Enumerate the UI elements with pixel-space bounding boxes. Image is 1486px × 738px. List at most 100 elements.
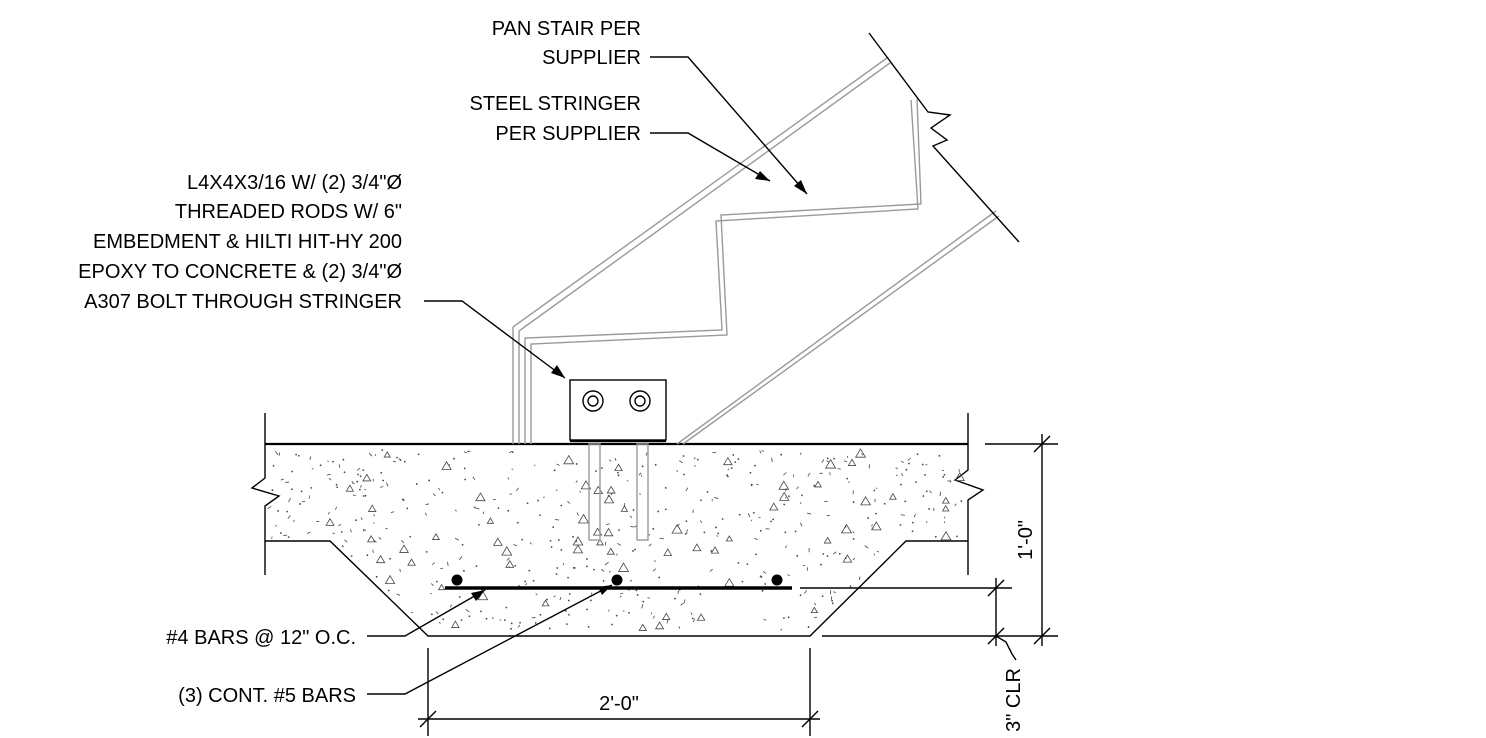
concrete-aggregate [730, 467, 733, 470]
concrete-aggregate [706, 490, 709, 493]
concrete-aggregate [505, 559, 515, 568]
concrete-aggregate [579, 490, 582, 493]
bolt-right [629, 390, 651, 412]
concrete-aggregate [382, 479, 385, 482]
concrete-aggregate [601, 467, 603, 469]
concrete-aggregate [278, 452, 281, 456]
concrete-aggregate [960, 500, 963, 502]
concrete-aggregate [807, 475, 810, 477]
note-angle-line-1: L4X4X3/16 W/ (2) 3/4"Ø [187, 172, 402, 194]
dimension-clear-cover: 3" CLR [800, 578, 1025, 732]
concrete-aggregate [737, 562, 740, 564]
dimension-slab-depth: 1'-0" [822, 434, 1058, 646]
concrete-aggregate [614, 463, 623, 471]
concrete-aggregate [556, 463, 560, 466]
concrete-aggregate [567, 501, 571, 504]
concrete-aggregate [373, 514, 376, 517]
concrete-aggregate [283, 534, 288, 536]
concrete-aggregate [560, 548, 563, 551]
concrete-aggregate [602, 580, 605, 582]
concrete-aggregate [900, 514, 905, 516]
concrete-aggregate [302, 500, 306, 503]
concrete-aggregate [911, 521, 914, 524]
concrete-aggregate [888, 492, 897, 500]
concrete-aggregate [747, 513, 751, 518]
concrete-aggregate [821, 595, 824, 598]
concrete-aggregate [435, 611, 439, 615]
concrete-aggregate [326, 473, 331, 476]
dimension-footing-width: 2'-0" [418, 648, 820, 736]
concrete-aggregate [539, 514, 541, 517]
concrete-aggregate [949, 480, 952, 483]
concrete-aggregate [572, 536, 574, 538]
concrete-aggregate [787, 616, 790, 619]
concrete-aggregate [586, 608, 588, 611]
concrete-aggregate [692, 509, 694, 513]
concrete-aggregate [844, 525, 847, 529]
concrete-aggregate [634, 548, 636, 551]
concrete-aggregate [638, 623, 648, 631]
concrete-aggregate [378, 537, 382, 540]
concrete-aggregate [895, 467, 898, 470]
concrete-aggregate [820, 563, 822, 566]
concrete-aggregate [344, 539, 348, 543]
concrete-aggregate [435, 580, 438, 583]
concrete-aggregate [357, 473, 359, 476]
concrete-aggregate [604, 562, 609, 566]
concrete-aggregate [403, 460, 406, 463]
concrete-aggregate [441, 460, 452, 470]
concrete-aggregate [876, 550, 879, 553]
concrete-aggregate [907, 457, 911, 461]
concrete-aggregate [870, 521, 882, 531]
concrete-aggregate [785, 545, 787, 549]
concrete-aggregate [654, 621, 665, 630]
concrete-aggregate [648, 533, 651, 536]
concrete-aggregate [682, 455, 685, 457]
concrete-aggregate [810, 606, 819, 614]
concrete-aggregate [267, 506, 272, 510]
concrete-aggregate [663, 548, 673, 556]
concrete-aggregate [603, 527, 614, 537]
concrete-aggregate [956, 535, 958, 538]
concrete-aggregate [925, 490, 928, 493]
cont-bar-1 [451, 574, 463, 586]
concrete-aggregate [741, 580, 744, 583]
bolt-left [582, 390, 604, 412]
concrete-aggregate [724, 577, 735, 587]
concrete-aggregate [661, 612, 671, 620]
concrete-aggregate [685, 487, 689, 492]
concrete-aggregate [590, 592, 593, 595]
concrete-aggregate [338, 464, 341, 468]
concrete-aggregate [844, 557, 847, 560]
concrete-aggregate [587, 626, 590, 628]
concrete-aggregate [507, 477, 510, 480]
concrete-aggregate [752, 511, 755, 514]
concrete-aggregate [453, 457, 455, 460]
concrete-aggregate [799, 502, 802, 504]
concrete-aggregate [511, 451, 514, 454]
concrete-aggregate [425, 503, 430, 506]
concrete-aggregate [821, 459, 825, 464]
concrete-aggregate [310, 487, 313, 489]
concrete-aggregate [386, 482, 388, 487]
concrete-aggregate [575, 540, 578, 543]
concrete-aggregate [529, 542, 532, 545]
concrete-aggregate [287, 536, 290, 539]
concrete-aggregate [764, 583, 767, 585]
concrete-aggregate [399, 568, 401, 572]
concrete-aggregate [475, 492, 486, 502]
concrete-aggregate [272, 464, 275, 467]
concrete-aggregate [700, 499, 702, 502]
concrete-aggregate [519, 621, 521, 624]
concrete-aggregate [553, 469, 556, 472]
concrete-aggregate [575, 480, 578, 483]
concrete-aggregate [904, 500, 907, 503]
concrete-aggregate [287, 515, 291, 519]
concrete-aggregate [396, 593, 401, 596]
concrete-aggregate [922, 495, 925, 497]
concrete-aggregate [465, 608, 470, 613]
concrete-aggregate [507, 509, 510, 512]
concrete-aggregate [867, 517, 870, 519]
concrete-aggregate [783, 472, 787, 476]
note-bars-oc: #4 BARS @ 12" O.C. [166, 589, 486, 649]
